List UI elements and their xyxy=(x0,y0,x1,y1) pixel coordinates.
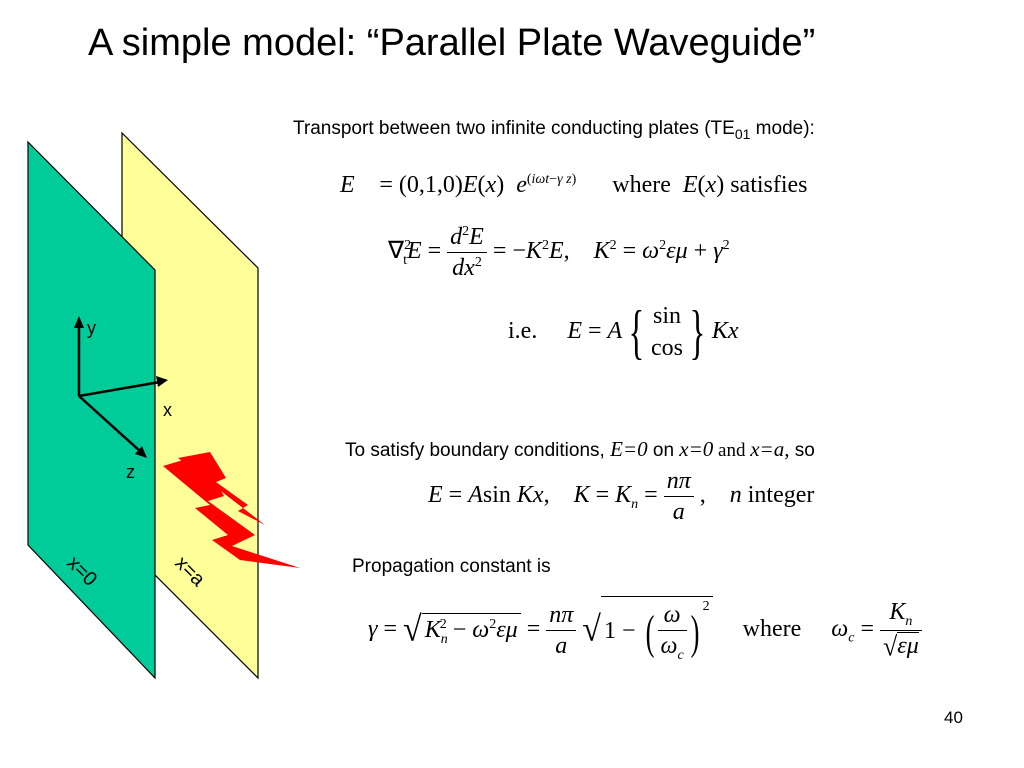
lightning-bolt-icon xyxy=(163,455,300,568)
y-axis-arrow xyxy=(74,316,84,328)
page-title: A simple model: “Parallel Plate Waveguid… xyxy=(88,22,816,64)
x-axis-arrow xyxy=(156,376,168,387)
waveguide-diagram xyxy=(27,131,300,680)
z-axis-arrow xyxy=(135,446,147,458)
boundary-text: To satisfy boundary conditions, E=0 on x… xyxy=(345,437,815,461)
axis-x-label: x xyxy=(163,400,172,420)
left-plate xyxy=(27,140,156,680)
transport-heading: Transport between two infinite conductin… xyxy=(293,118,815,142)
axis-y-label: y xyxy=(87,318,96,338)
propagation-text: Propagation constant is xyxy=(352,556,551,577)
page-number: 40 xyxy=(944,708,963,727)
field-equation: E⃗ = (0,1,0)E(x) e(iωt−γ z) where E(x) s… xyxy=(340,172,808,198)
axis-z-label: z xyxy=(126,462,135,482)
x-axis-line xyxy=(78,380,161,398)
z-axis-line xyxy=(78,395,142,453)
lightning-bolt-icon xyxy=(178,452,265,525)
